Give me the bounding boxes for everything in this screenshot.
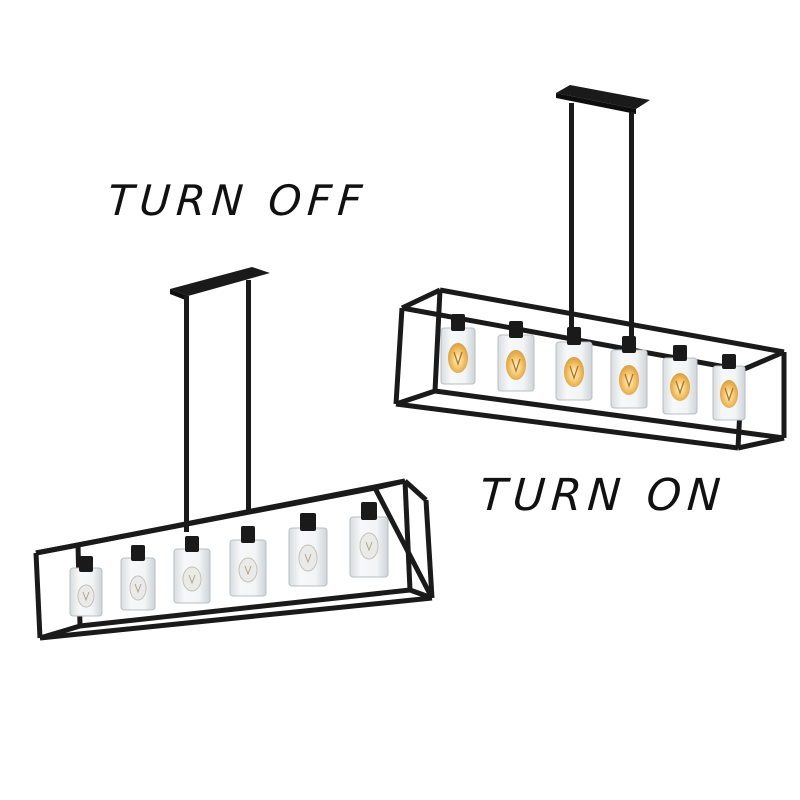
lamp-off <box>173 536 211 604</box>
turn-off-label: TURN OFF <box>106 176 370 225</box>
turn-on-label: TURN ON <box>478 470 728 521</box>
lamp-on <box>440 314 476 385</box>
suspension-rod <box>184 296 189 532</box>
lamp-off <box>229 526 267 597</box>
suspension-rod <box>629 112 634 352</box>
lamp-on <box>555 327 593 401</box>
lamp-on <box>497 321 535 392</box>
lamp-on <box>712 354 746 421</box>
fixture-on <box>393 85 787 451</box>
fixture-off <box>33 267 435 641</box>
ceiling-canopy-on <box>556 85 650 109</box>
lamp-off <box>120 545 156 611</box>
suspension-rod <box>246 280 251 514</box>
lamp-on <box>610 336 648 409</box>
rectangular-frame-off <box>33 478 435 641</box>
lamp-on <box>662 345 698 415</box>
lamp-off <box>288 513 328 587</box>
ceiling-canopy-off <box>170 267 270 296</box>
suspension-rod <box>569 103 574 337</box>
lamp-off <box>69 556 103 617</box>
lamp-off <box>349 502 389 578</box>
